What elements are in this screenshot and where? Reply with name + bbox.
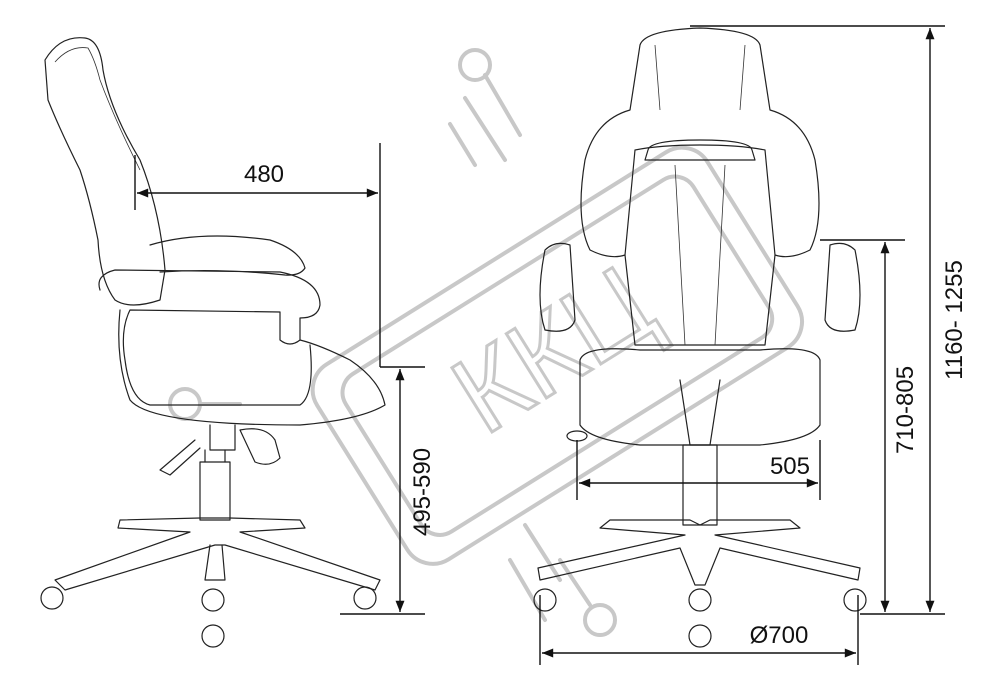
- base-diameter-label: Ø700: [750, 622, 809, 649]
- seat-height-label: 495-590: [409, 448, 436, 536]
- watermark-logo: ККЦ: [310, 145, 805, 566]
- side-view-chair: [40, 37, 386, 648]
- dimension-lines: [134, 25, 945, 665]
- total-height-label: 1160- 1255: [941, 260, 968, 380]
- armrest-height-label: 710-805: [892, 366, 919, 454]
- seat-width-label: 505: [770, 453, 810, 480]
- front-view-chair: [533, 27, 867, 648]
- seat-depth-label: 480: [244, 161, 284, 188]
